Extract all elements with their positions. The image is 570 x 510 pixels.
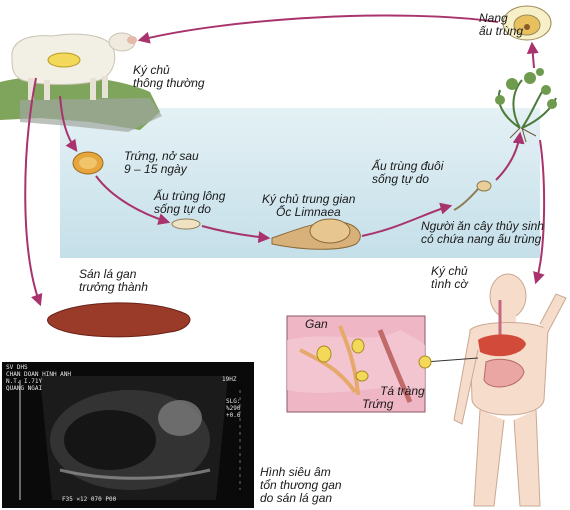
label-line: Ấu trùng lông xyxy=(154,189,226,203)
label-line: tổn thương gan xyxy=(260,478,342,492)
label-egg: Trứng, nở sau 9 – 15 ngày xyxy=(124,150,199,176)
label-line: do sán lá gan xyxy=(260,491,333,505)
sheep-liver-fluke xyxy=(47,52,81,68)
arrow-cyst-to-sheep xyxy=(137,14,499,44)
label-duodenum: Tá tràng xyxy=(380,384,425,398)
aquatic-plant xyxy=(495,68,557,143)
label-line: Hình siêu âm xyxy=(260,465,331,479)
label-line: Sán lá gan xyxy=(79,267,137,281)
us-line: N.T. I.71Y xyxy=(6,378,43,385)
ultrasound-footer: F35 ×12 070 P00 xyxy=(62,496,117,503)
miracidium-icon xyxy=(171,218,201,230)
label-line: Ký chủ xyxy=(133,63,170,77)
label-cercaria: Ấu trùng đuôi sống tự do xyxy=(372,160,443,186)
label-line: Nang xyxy=(479,11,508,25)
label-line: tình cờ xyxy=(431,277,468,291)
label-miracidium: Ấu trùng lông sống tự do xyxy=(154,190,225,216)
us-line: %290 xyxy=(226,405,241,412)
ultrasound-header: SV DHS CHAN DOAN HINH ANH N.T. I.71Y QUA… xyxy=(6,364,71,392)
liver-inset xyxy=(286,315,479,413)
arrow-snail-to-cercaria xyxy=(361,202,453,237)
us-line: +0.6 xyxy=(226,412,241,419)
label-human-ingestion: Người ăn cây thủy sinh có chứa nang ấu t… xyxy=(421,220,544,246)
label-line: có chứa nang ấu trùng xyxy=(421,232,542,246)
label-line: Ấu trùng đuôi xyxy=(372,159,444,173)
label-line: thông thường xyxy=(133,76,205,90)
ultrasound-image xyxy=(2,362,254,508)
arrow-plant-to-human xyxy=(533,139,546,285)
arrow-cercaria-to-plant xyxy=(495,131,525,181)
label-line: Ốc Limnaea xyxy=(276,205,341,219)
human-figure xyxy=(453,273,567,507)
ultrasound-right: SLG: %290 +0.6 xyxy=(226,398,240,419)
label-line: sống tự do xyxy=(154,202,211,216)
label-line: ấu trùng xyxy=(479,24,524,38)
us-line: SLG: xyxy=(226,398,241,405)
us-line: SV DHS xyxy=(6,364,28,371)
ultrasound-top-right: 19HZ xyxy=(222,376,237,383)
label-line: 9 – 15 ngày xyxy=(124,162,187,176)
arrow-sheep-to-egg xyxy=(59,95,78,152)
snail-icon xyxy=(271,218,361,250)
human-liver xyxy=(478,334,526,357)
label-definitive-host: Ký chủ thông thường xyxy=(133,64,205,90)
label-line: sống tự do xyxy=(372,172,429,186)
label-line: Trứng, nở sau xyxy=(124,149,199,163)
label-eggs-inset: Trứng xyxy=(362,397,394,411)
label-ultrasound: Hình siêu âm tổn thương gan do sán lá ga… xyxy=(260,466,342,505)
human-intestines xyxy=(483,358,525,388)
rock-bank xyxy=(20,98,162,132)
adult-fluke-icon xyxy=(47,302,191,338)
label-line: Người ăn cây thủy sinh xyxy=(421,219,544,233)
label-line: Ký chủ xyxy=(431,264,468,278)
us-line: CHAN DOAN HINH ANH xyxy=(6,371,72,378)
label-cyst: Nang ấu trùng xyxy=(479,12,523,38)
cercaria-icon xyxy=(453,180,492,211)
arrow-plant-to-cyst xyxy=(526,41,539,69)
us-line: QUANG NGAI xyxy=(6,385,43,392)
arrow-miracidium-to-snail xyxy=(201,225,271,244)
arrow-sheep-to-adult xyxy=(24,77,43,307)
label-intermediate-host: Ký chủ trung gian Ốc Limnaea xyxy=(262,193,355,219)
label-liver: Gan xyxy=(305,317,328,331)
arrow-egg-to-miracidium xyxy=(95,175,171,225)
label-line: trưởng thành xyxy=(79,280,148,294)
label-line: Ký chủ trung gian xyxy=(262,192,356,206)
label-accidental-host: Ký chủ tình cờ xyxy=(431,265,468,291)
label-adult-fluke: Sán lá gan trưởng thành xyxy=(79,268,148,294)
sheep xyxy=(11,32,137,100)
cyst-icon xyxy=(502,5,552,41)
